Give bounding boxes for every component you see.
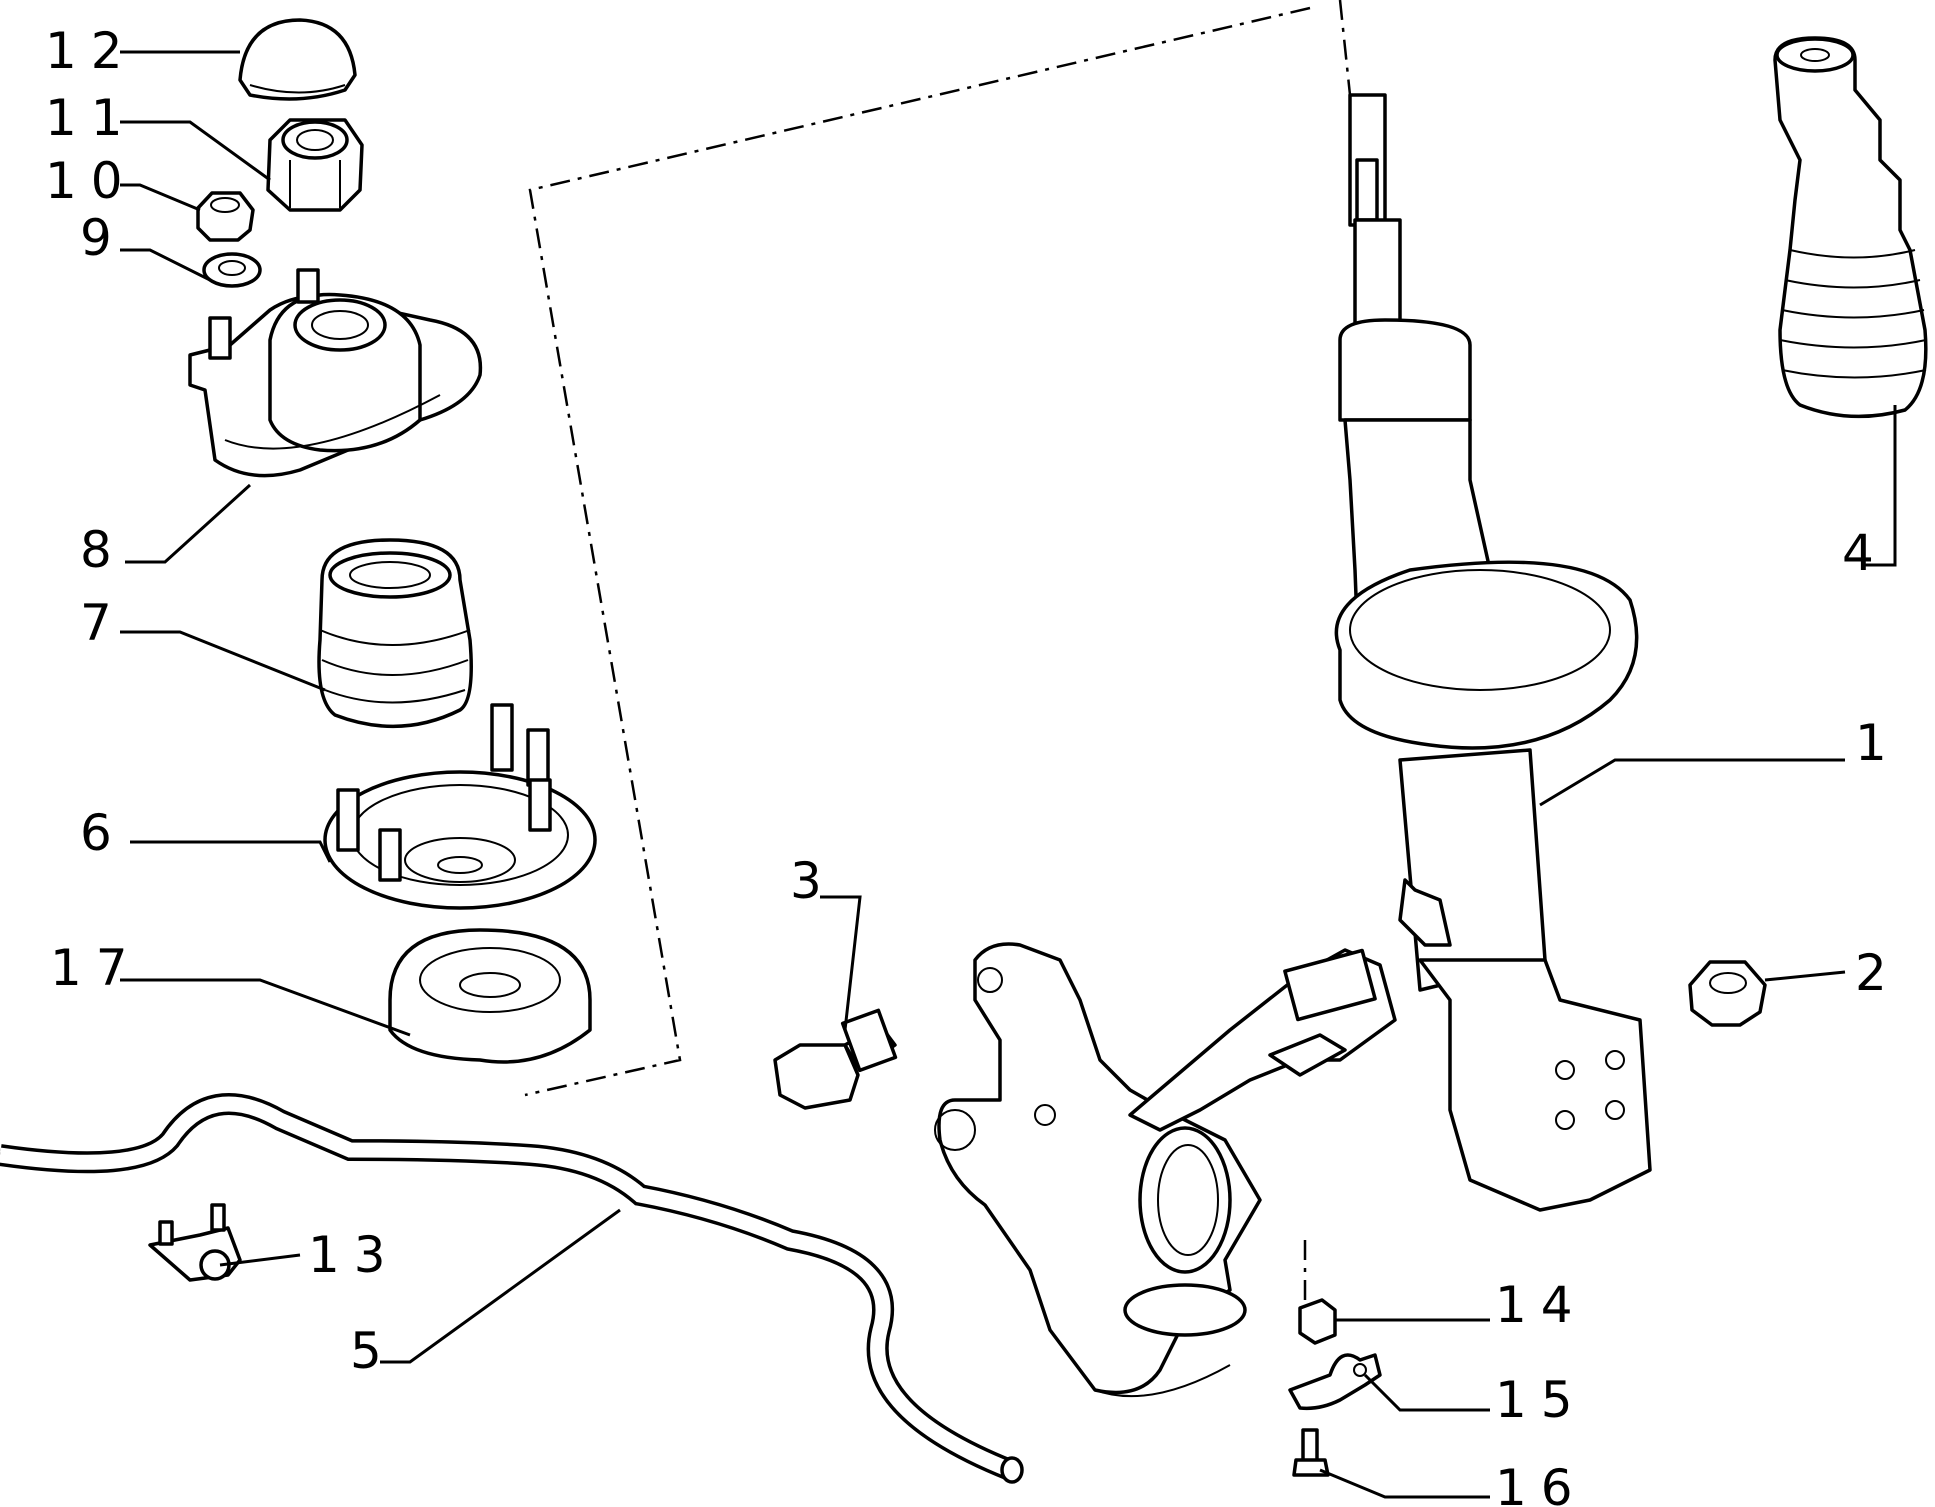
callout-15: 15 (1495, 1371, 1587, 1429)
callout-5: 5 (350, 1322, 396, 1380)
part-7-bump-stop (317, 538, 473, 729)
part-17-bearing (388, 928, 592, 1064)
callout-labels: 12 11 10 9 8 7 6 17 13 5 3 4 1 2 14 15 1… (45, 22, 1901, 1507)
part-12-cap (238, 18, 357, 101)
part-2-nut (1688, 960, 1767, 1027)
steering-knuckle (934, 942, 1397, 1398)
leader-lines (120, 50, 1897, 1499)
callout-10: 10 (45, 152, 137, 210)
callout-2: 2 (1855, 944, 1901, 1002)
callout-8: 8 (80, 521, 126, 579)
callout-7: 7 (80, 594, 126, 652)
strut-axis-line (1338, 0, 1352, 96)
callout-3: 3 (790, 852, 836, 910)
callout-14: 14 (1495, 1276, 1587, 1334)
callout-9: 9 (80, 209, 126, 267)
part-15-bracket (1288, 1353, 1382, 1411)
part-11-flanged-nut (266, 118, 364, 212)
callout-12: 12 (45, 22, 137, 80)
part-6-mounting-plate (323, 703, 597, 910)
part-10-nut (196, 191, 255, 242)
callout-17: 17 (50, 939, 142, 997)
part-16-screw (1292, 1428, 1330, 1477)
part-13-clamp (148, 1203, 242, 1282)
callout-4: 4 (1842, 524, 1888, 582)
part-9-washer (202, 252, 262, 288)
part-3-bolt (773, 1008, 898, 1110)
part-5-stabilizer-bar (0, 1093, 1024, 1484)
part-8-upper-mount (188, 268, 483, 478)
callout-13: 13 (308, 1226, 400, 1284)
callout-1: 1 (1855, 714, 1901, 772)
assembly-axis-line (524, 6, 1311, 1097)
callout-16: 16 (1495, 1459, 1587, 1507)
part-4-dust-boot (1773, 36, 1928, 419)
part-1-strut (1334, 93, 1652, 1212)
part-14-clip (1298, 1298, 1337, 1345)
callout-11: 11 (45, 89, 137, 147)
callout-6: 6 (80, 804, 126, 862)
